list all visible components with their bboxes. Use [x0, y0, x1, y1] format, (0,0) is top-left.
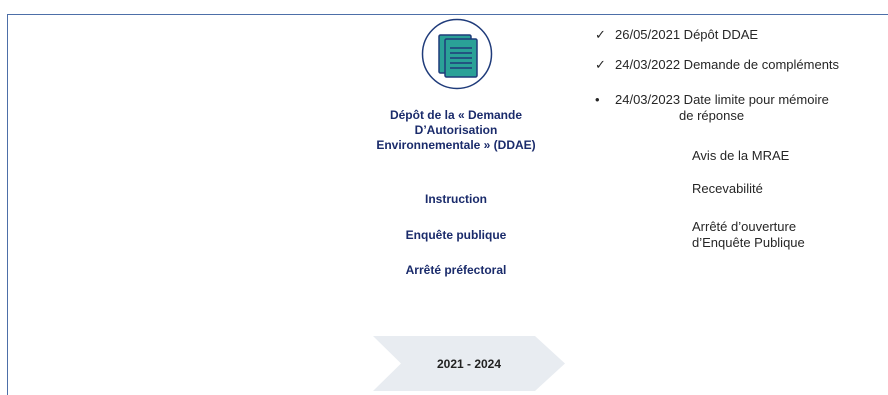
stage-arrete-prefectoral: Arrêté préfectoral: [405, 263, 507, 277]
timeline-item-continuation: de réponse: [679, 108, 745, 123]
timeline-item: ✓ 24/03/2022 Demande de compléments: [595, 57, 839, 73]
stage-ddae: Dépôt de la « Demande D’Autorisation Env…: [376, 108, 536, 152]
timeline-item-text: 24/03/2023 Date limite pour mémoire: [615, 92, 829, 107]
check-icon: ✓: [595, 57, 606, 72]
bullet-icon: •: [595, 92, 600, 107]
timeline-item-text: 24/03/2022 Demande de compléments: [615, 57, 840, 72]
stage-enquete-publique: Enquête publique: [405, 228, 507, 242]
arrete-ouverture-line1: Arrêté d’ouverture: [692, 219, 797, 234]
document-icon: [421, 18, 493, 90]
timeline-item-text: 26/05/2021 Dépôt DDAE: [615, 27, 759, 42]
stage-instruction: Instruction: [425, 192, 487, 206]
check-icon: ✓: [595, 27, 606, 42]
slide-frame: [7, 14, 888, 395]
period-label: 2021 - 2024: [436, 356, 502, 371]
arrete-ouverture-line2: d’Enquête Publique: [692, 235, 805, 250]
period-arrow: [373, 336, 565, 391]
recevabilite: Recevabilité: [692, 181, 763, 196]
timeline-item: ✓ 26/05/2021 Dépôt DDAE: [595, 27, 758, 43]
avis-mrae: Avis de la MRAE: [692, 148, 790, 163]
process-stages: Dépôt de la « Demande D’Autorisation Env…: [370, 108, 542, 278]
timeline-item: • 24/03/2023 Date limite pour mémoire: [595, 92, 829, 108]
